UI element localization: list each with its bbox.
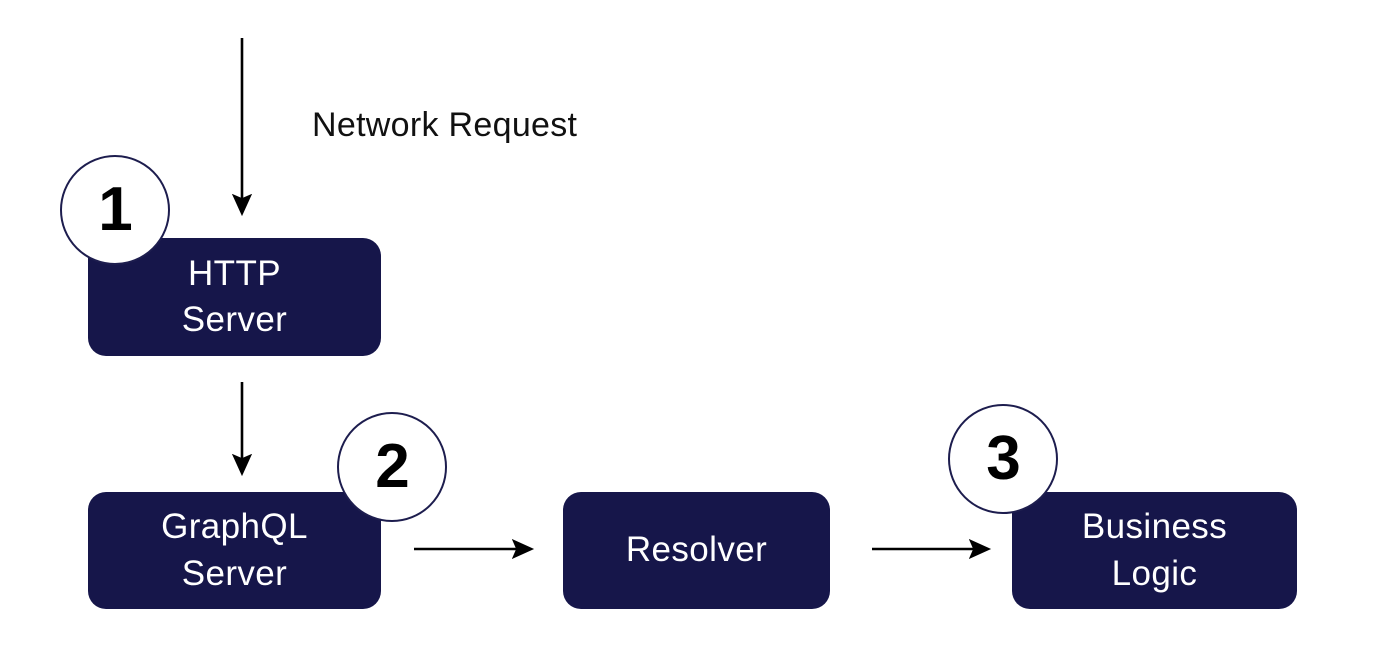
node-resolver[interactable]: Resolver: [563, 492, 830, 609]
node-business-logic[interactable]: Business Logic: [1012, 492, 1297, 609]
edge-label-network-request: Network Request: [312, 106, 578, 144]
node-business-logic-label: Business Logic: [1081, 507, 1228, 593]
node-graphql-server-label: GraphQL Server: [161, 507, 308, 593]
node-http-server-label: HTTP Server: [181, 253, 288, 339]
step-badge-1-number: 1: [98, 175, 132, 244]
step-badge-1[interactable]: 1: [60, 155, 170, 265]
step-badge-3[interactable]: 3: [948, 404, 1058, 514]
step-badge-3-number: 3: [986, 424, 1020, 493]
step-badge-2-number: 2: [375, 432, 409, 501]
node-graphql-server[interactable]: GraphQL Server: [88, 492, 381, 609]
node-resolver-label: Resolver: [625, 530, 768, 570]
step-badge-2[interactable]: 2: [337, 412, 447, 522]
